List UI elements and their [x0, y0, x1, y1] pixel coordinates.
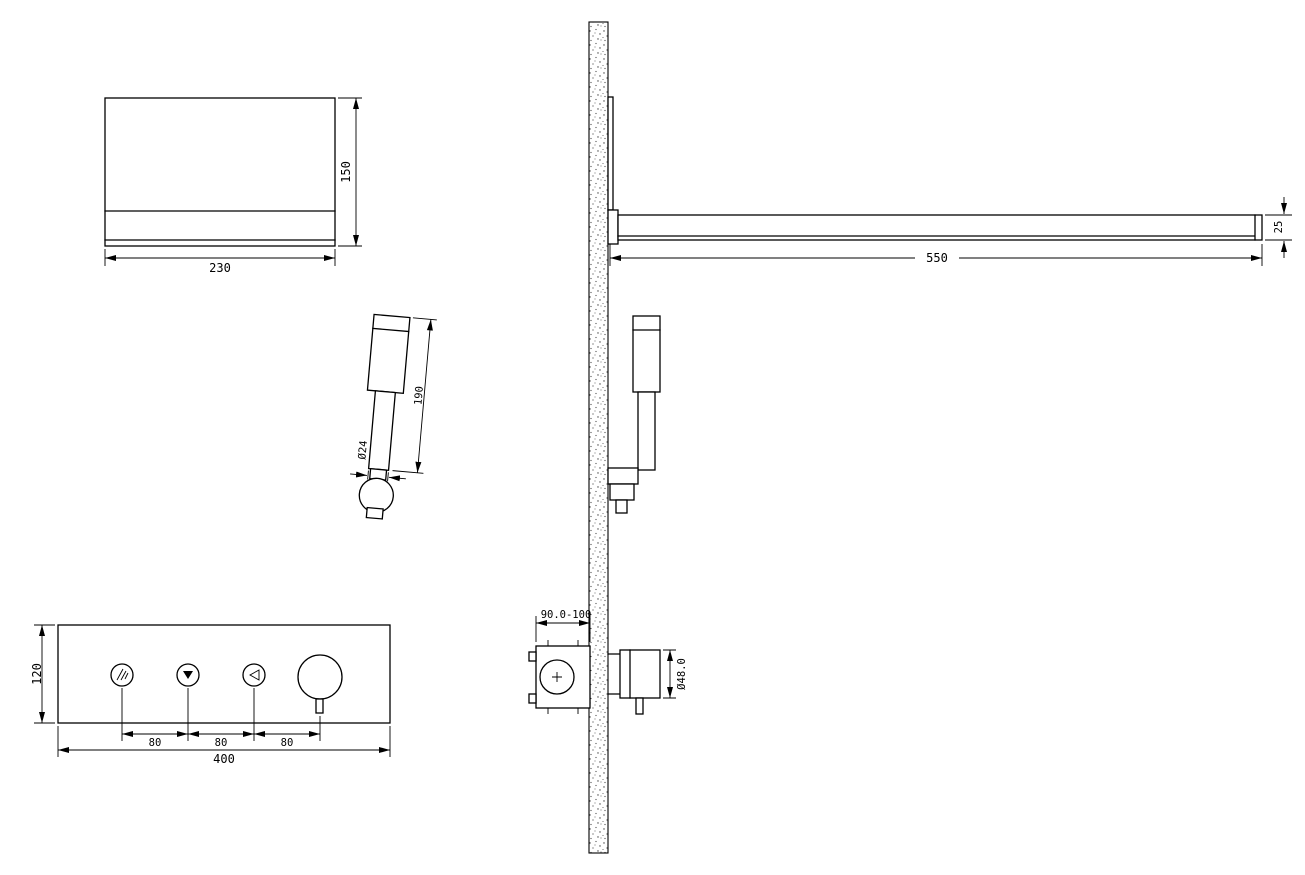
stream-mode-icon [183, 671, 193, 679]
extension-lines [121, 688, 321, 741]
dim-text-head-height: 150 [339, 161, 353, 183]
panel-button-1 [110, 663, 134, 687]
extension-lines [663, 649, 676, 699]
dim-text-spacing-1: 80 [149, 737, 162, 749]
dim-text-installation-depth: 90.0-100 [541, 609, 592, 621]
extension-lines [367, 470, 389, 482]
dim-text-head-width: 230 [209, 261, 231, 275]
hand-shower-side-view [607, 315, 661, 514]
arm-wall-flange [607, 209, 619, 245]
dim-line [415, 319, 433, 473]
trim-lever [635, 697, 644, 715]
panel-button-3 [242, 663, 266, 687]
dim-button-spacing-chain: 80 80 80 [121, 688, 321, 749]
dim-text-trim-diameter: Ø48.0 [676, 658, 688, 690]
wall-hatch [588, 21, 609, 854]
dim-arrow-right [388, 475, 406, 482]
dim-head-height: 150 [338, 97, 362, 247]
hand-shower-front-view: 190 Ø24 [350, 313, 437, 520]
hand-shower-mode-icon [249, 669, 260, 681]
knob-lever [315, 698, 324, 714]
wall-section [588, 21, 609, 854]
hand-shower-head [366, 313, 411, 394]
shower-head-body [104, 97, 336, 247]
mounting-tab-bottom [528, 693, 537, 704]
dim-text-backing [915, 250, 959, 265]
dim-hand-shower-length: 190 [392, 317, 437, 474]
dim-text-spacing-3: 80 [281, 737, 294, 749]
control-panel-body [57, 624, 391, 724]
valve-rough-in-side-view [528, 640, 591, 714]
shower-arm-side-view [607, 96, 1263, 245]
extension-lines [1265, 214, 1292, 241]
hose-connector [615, 499, 628, 514]
dim-panel-width: 400 [57, 726, 391, 766]
shower-head-front-view [104, 97, 336, 247]
dim-text-arm-thickness: 25 [1273, 221, 1285, 234]
dim-hand-shower-diameter: Ø24 [350, 440, 406, 482]
dim-arm-length: 550 [609, 244, 1263, 266]
control-panel-front-view [57, 624, 391, 724]
mounting-screw-ticks [547, 640, 579, 714]
dim-text-panel-height: 120 [30, 663, 44, 685]
hand-shower-handle [367, 390, 397, 471]
dim-panel-height: 120 [30, 624, 55, 724]
dim-text-hand-shower-diameter: Ø24 [356, 440, 370, 460]
dim-text-panel-width: 400 [213, 752, 235, 766]
hand-shower-head-side [632, 315, 661, 393]
arm-detail-lines [617, 214, 1256, 241]
dim-text-arm-length: 550 [926, 251, 948, 265]
mounting-tab-top [528, 651, 537, 662]
valve-center-mark [552, 672, 562, 682]
trim-body [619, 649, 661, 699]
valve-trim-side-view [607, 649, 661, 715]
wall-bracket [607, 467, 639, 485]
water-outlet-elbow [609, 483, 635, 501]
dim-trim-diameter: Ø48.0 [663, 649, 688, 699]
hand-shower-holder-base [365, 506, 384, 520]
dim-text-spacing-2: 80 [215, 737, 228, 749]
dim-arrow-left [350, 471, 368, 478]
trim-wall-connection [607, 653, 621, 695]
spray-mode-icon [116, 668, 129, 681]
dim-installation-depth: 90.0-100 [535, 609, 592, 642]
dim-arm-thickness: 25 [1265, 197, 1292, 258]
hand-shower-cap-line [372, 327, 410, 333]
dim-head-width: 230 [104, 249, 336, 275]
dim-text-hand-shower-length: 190 [412, 386, 426, 406]
concealed-supply-pipe [607, 96, 614, 211]
hand-shower-handle-side [637, 391, 656, 471]
shower-head-face-lines [104, 210, 336, 241]
panel-button-2 [176, 663, 200, 687]
